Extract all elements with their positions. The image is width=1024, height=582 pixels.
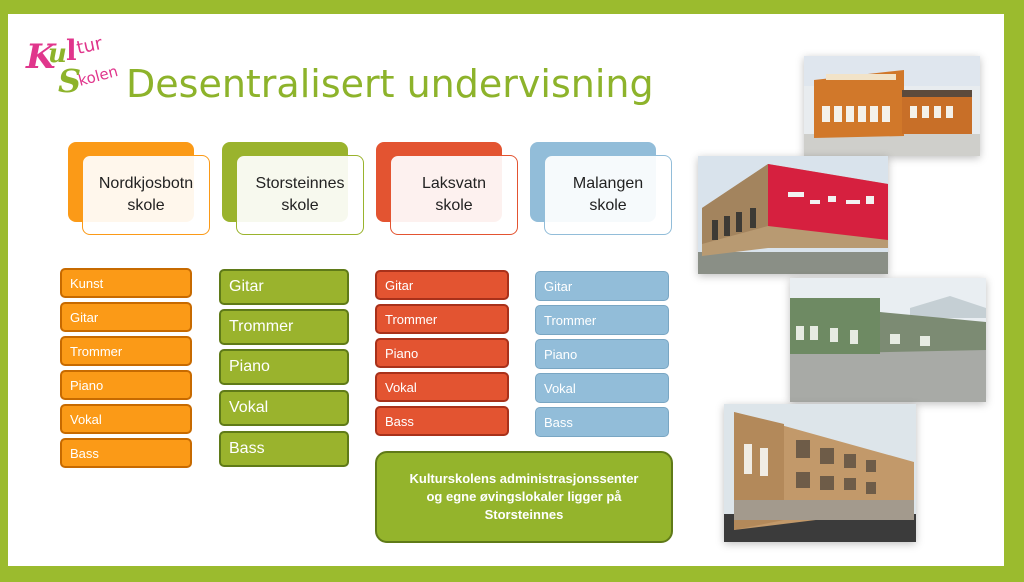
list-item: Vokal: [375, 372, 509, 402]
school-photo-2: [698, 156, 888, 274]
list-item: Vokal: [535, 373, 669, 403]
svg-text:K: K: [25, 37, 57, 77]
list-item: Bass: [535, 407, 669, 437]
list-item: Bass: [219, 431, 349, 467]
svg-text:u: u: [48, 39, 67, 69]
list-item: Trommer: [219, 309, 349, 345]
school-name: Malangen skole: [544, 155, 672, 235]
list-item: Trommer: [375, 304, 509, 334]
school-header-laksvatn: Laksvatn skole: [376, 142, 518, 235]
list-item: Trommer: [535, 305, 669, 335]
bottom-frame: [0, 566, 1024, 582]
list-item: Piano: [375, 338, 509, 368]
list-item: Kunst: [60, 268, 192, 298]
list-item: Vokal: [219, 390, 349, 426]
list-item: Gitar: [60, 302, 192, 332]
list-item: Piano: [219, 349, 349, 385]
svg-text:kolen: kolen: [76, 62, 120, 90]
list-item: Gitar: [375, 270, 509, 300]
list-item: Trommer: [60, 336, 192, 366]
info-box: Kulturskolens administrasjonssenter og e…: [375, 451, 673, 543]
school-name: Laksvatn skole: [390, 155, 518, 235]
list-item: Vokal: [60, 404, 192, 434]
kulturskolen-logo: K u l tur S kolen: [25, 33, 120, 100]
school-photo-4: [724, 404, 916, 542]
svg-text:tur: tur: [75, 33, 105, 59]
school-header-storsteinnes: Storsteinnes skole: [222, 142, 364, 235]
list-item: Gitar: [535, 271, 669, 301]
list-item: Piano: [535, 339, 669, 369]
school-photo-3: [790, 278, 986, 402]
school-photo-1: [804, 56, 980, 156]
list-item: Bass: [60, 438, 192, 468]
svg-text:S: S: [58, 62, 81, 100]
school-header-malangen: Malangen skole: [530, 142, 672, 235]
school-name: Storsteinnes skole: [236, 155, 364, 235]
school-name: Nordkjosbotn skole: [82, 155, 210, 235]
svg-text:l: l: [66, 34, 77, 67]
page-title: Desentralisert undervisning: [126, 62, 654, 106]
list-item: Bass: [375, 406, 509, 436]
slide: K u l tur S kolen Desentralisert undervi…: [8, 14, 1004, 566]
list-item: Piano: [60, 370, 192, 400]
list-item: Gitar: [219, 269, 349, 305]
school-header-nordkjosbotn: Nordkjosbotn skole: [68, 142, 210, 235]
